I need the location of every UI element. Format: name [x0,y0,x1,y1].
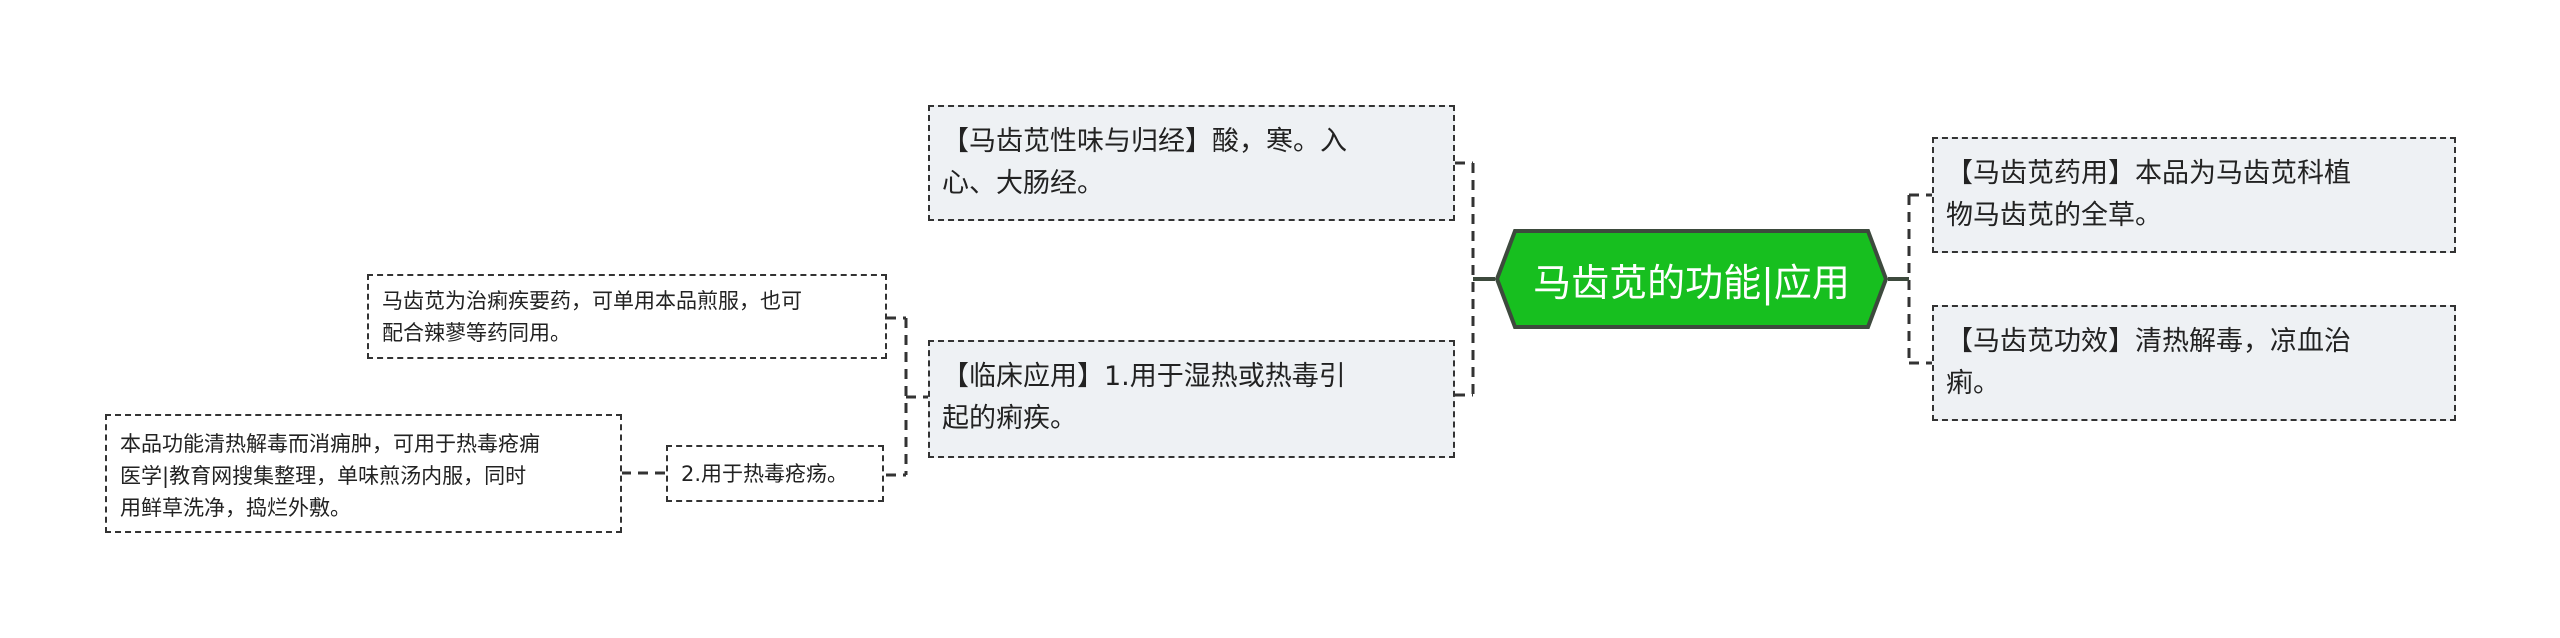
topic-line: 起的痢疾。 [942,403,1077,434]
topic-taste-meridian[interactable]: 【马齿苋性味与归经】酸，寒。入 心、大肠经。 [928,105,1455,221]
subtopic-sores[interactable]: 2.用于热毒疮疡。 [666,445,884,502]
topic-line: 马齿苋为治痢疾要药，可单用本品煎服，也可 [382,289,802,313]
topic-line: 心、大肠经。 [942,168,1104,199]
topic-medicinal-part[interactable]: 【马齿苋药用】本品为马齿苋科植 物马齿苋的全草。 [1932,137,2456,253]
topic-line: 【马齿苋药用】本品为马齿苋科植 [1946,158,2351,189]
root-topic-label: 马齿苋的功能|应用 [1533,260,1850,305]
subtopic-dysentery-note[interactable]: 马齿苋为治痢疾要药，可单用本品煎服，也可 配合辣蓼等药同用。 [367,274,887,359]
topic-line: 【马齿苋功效】清热解毒，凉血治 [1946,326,2351,357]
hexagon-shape [1495,229,1888,329]
topic-line: 【临床应用】1.用于湿热或热毒引 [942,361,1346,392]
topic-line: 医学|教育网搜集整理，单味煎汤内服，同时 [120,464,527,488]
subtopic-sores-note[interactable]: 本品功能清热解毒而消痈肿，可用于热毒疮痈 医学|教育网搜集整理，单味煎汤内服，同… [105,414,622,533]
topic-line: 2.用于热毒疮疡。 [681,462,849,486]
topic-clinical-use[interactable]: 【临床应用】1.用于湿热或热毒引 起的痢疾。 [928,340,1455,458]
topic-line: 物马齿苋的全草。 [1946,200,2162,231]
root-topic[interactable]: 马齿苋的功能|应用 [1495,229,1888,329]
topic-line: 用鲜草洗净，捣烂外敷。 [120,496,351,520]
topic-line: 本品功能清热解毒而消痈肿，可用于热毒疮痈 [120,432,540,456]
topic-line: 配合辣蓼等药同用。 [382,321,571,345]
topic-efficacy[interactable]: 【马齿苋功效】清热解毒，凉血治 痢。 [1932,305,2456,421]
topic-line: 【马齿苋性味与归经】酸，寒。入 [942,126,1347,157]
topic-line: 痢。 [1946,368,2000,399]
